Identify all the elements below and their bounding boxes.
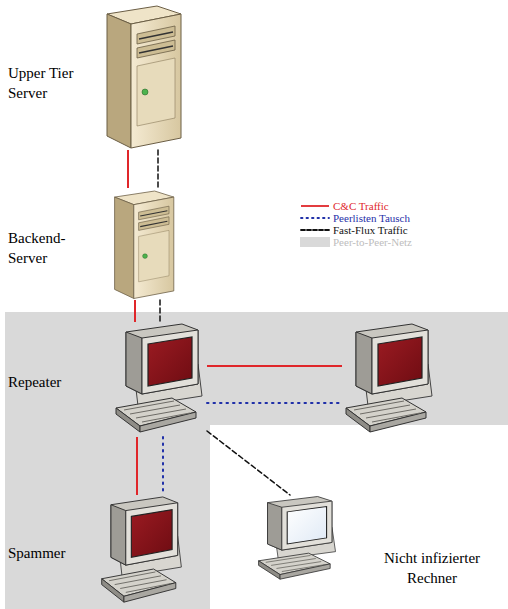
legend-line-sample	[300, 201, 330, 211]
cc-traffic-line	[207, 365, 342, 367]
peerlist-exchange-line	[207, 402, 342, 404]
spammer-computer: Spammer	[98, 495, 186, 607]
legend-text: Peer-to-Peer-Netz	[333, 236, 412, 248]
upper-tier-server: Upper Tier Server	[95, 2, 185, 150]
server-icon	[105, 188, 177, 300]
computer-icon	[342, 322, 437, 437]
backend-server: Backend- Server	[105, 188, 177, 300]
repeater-computer: Repeater	[112, 322, 207, 437]
peerlist-exchange-line	[162, 437, 164, 495]
server-icon	[95, 2, 185, 150]
legend-row: C&C Traffic	[300, 199, 412, 211]
legend-row: Peer-to-Peer-Netz	[300, 235, 412, 247]
legend-swatch	[300, 237, 330, 247]
fast-flux-line	[159, 300, 161, 322]
legend-line-sample	[300, 225, 330, 235]
clean-computer: Nicht infizierter Rechner	[255, 495, 340, 583]
computer-icon	[98, 495, 186, 607]
legend-row: Peerlisten Tausch	[300, 211, 412, 223]
legend-text: Fast-Flux Traffic	[333, 224, 408, 236]
cc-traffic-line	[134, 300, 136, 322]
legend-line-sample	[300, 213, 330, 223]
legend-text: Peerlisten Tausch	[333, 212, 410, 224]
legend-row: Fast-Flux Traffic	[300, 223, 412, 235]
node-label: Upper Tier Server	[8, 63, 90, 103]
node-label: Repeater	[8, 372, 98, 392]
fast-flux-line	[157, 150, 159, 188]
node-label: Spammer	[8, 543, 93, 563]
legend: C&C TrafficPeerlisten TauschFast-Flux Tr…	[300, 199, 412, 247]
computer-icon	[112, 322, 207, 437]
node-label: Backend- Server	[8, 228, 80, 268]
cc-traffic-line	[136, 437, 138, 495]
fast-flux-line	[207, 431, 290, 495]
peer-computer	[342, 322, 437, 437]
legend-text: C&C Traffic	[333, 200, 389, 212]
cc-traffic-line	[127, 150, 129, 188]
computer-icon	[255, 495, 340, 583]
node-label: Nicht infizierter Rechner	[368, 548, 496, 588]
